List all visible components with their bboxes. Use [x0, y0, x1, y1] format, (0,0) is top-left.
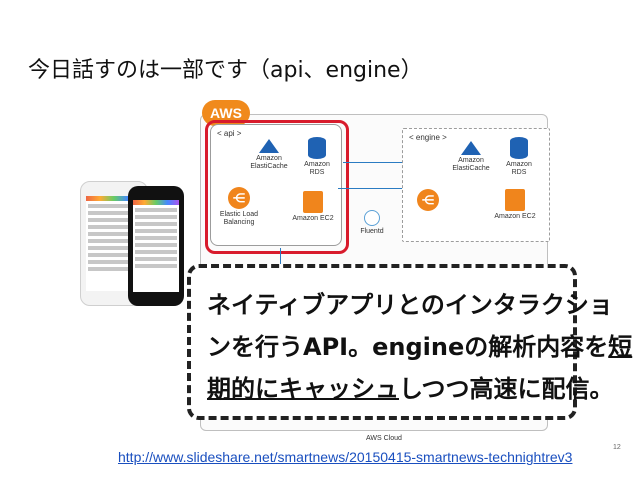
callout-line-3-text: しつつ高速に配信。	[399, 375, 614, 403]
engine-elasticache-label: Amazon ElastiCache	[452, 157, 490, 172]
api-ec2-label: Amazon EC2	[292, 215, 334, 222]
api-elasticache: Amazon ElastiCache	[249, 139, 289, 171]
elasticache-icon	[461, 141, 481, 155]
fluentd-icon	[364, 210, 380, 226]
callout-line-1: ネイティブアプリとのインタラクショ	[207, 291, 613, 319]
engine-elb: ⋲	[413, 189, 443, 213]
callout-line-2: ンを行うAPI。engineの解析内容を短	[207, 326, 632, 368]
ec2-icon	[505, 189, 525, 211]
slide-title: 今日話すのは一部です（api、engine）	[28, 58, 423, 83]
engine-rds-label: Amazon RDS	[506, 161, 532, 176]
callout-box: ネイティブアプリとのインタラクショ ンを行うAPI。engineの解析内容を短 …	[187, 264, 632, 420]
connector-line	[338, 188, 402, 189]
api-elb-label: Elastic Load Balancing	[219, 211, 259, 226]
engine-ec2-label: Amazon EC2	[494, 213, 536, 220]
engine-rds: Amazon RDS	[499, 137, 539, 177]
phone-screen	[133, 200, 179, 292]
source-link[interactable]: http://www.slideshare.net/smartnews/2015…	[118, 449, 573, 465]
engine-group-label: < engine >	[409, 133, 447, 142]
engine-elasticache: Amazon ElastiCache	[451, 141, 491, 173]
connector-line	[343, 162, 403, 163]
android-phone-image	[128, 186, 184, 306]
connector-line	[280, 248, 281, 268]
elb-icon: ⋲	[228, 187, 250, 209]
api-highlight-box	[205, 120, 349, 254]
callout-underline-term: 期的に	[207, 375, 279, 403]
callout-line-3: 期的にキャッシュしつつ高速に配信。	[207, 368, 614, 410]
api-elasticache-label: Amazon ElastiCache	[250, 155, 288, 170]
elb-icon: ⋲	[417, 189, 439, 211]
api-rds-label: Amazon RDS	[304, 161, 330, 176]
fluentd: Fluentd	[352, 210, 392, 236]
api-group-label: < api >	[217, 129, 242, 138]
api-rds: Amazon RDS	[297, 137, 337, 177]
page-number: 12	[613, 444, 621, 451]
ec2-icon	[303, 191, 323, 213]
engine-ec2: Amazon EC2	[493, 189, 537, 221]
callout-underline-short: 短	[608, 333, 633, 361]
elasticache-icon	[259, 139, 279, 153]
fluentd-label: Fluentd	[360, 228, 384, 235]
api-ec2: Amazon EC2	[291, 191, 335, 223]
api-group: < api > Amazon ElastiCache Amazon RDS ⋲ …	[210, 124, 342, 246]
callout-underline-cache: キャッシュ	[279, 375, 399, 403]
rds-icon	[308, 137, 326, 159]
engine-group: < engine > Amazon ElastiCache Amazon RDS…	[402, 128, 550, 242]
api-elb: ⋲ Elastic Load Balancing	[217, 187, 261, 227]
rds-icon	[510, 137, 528, 159]
callout-line-2-text: ンを行うAPI。engineの解析内容を	[207, 333, 609, 361]
aws-cloud-label: AWS Cloud	[366, 435, 402, 442]
